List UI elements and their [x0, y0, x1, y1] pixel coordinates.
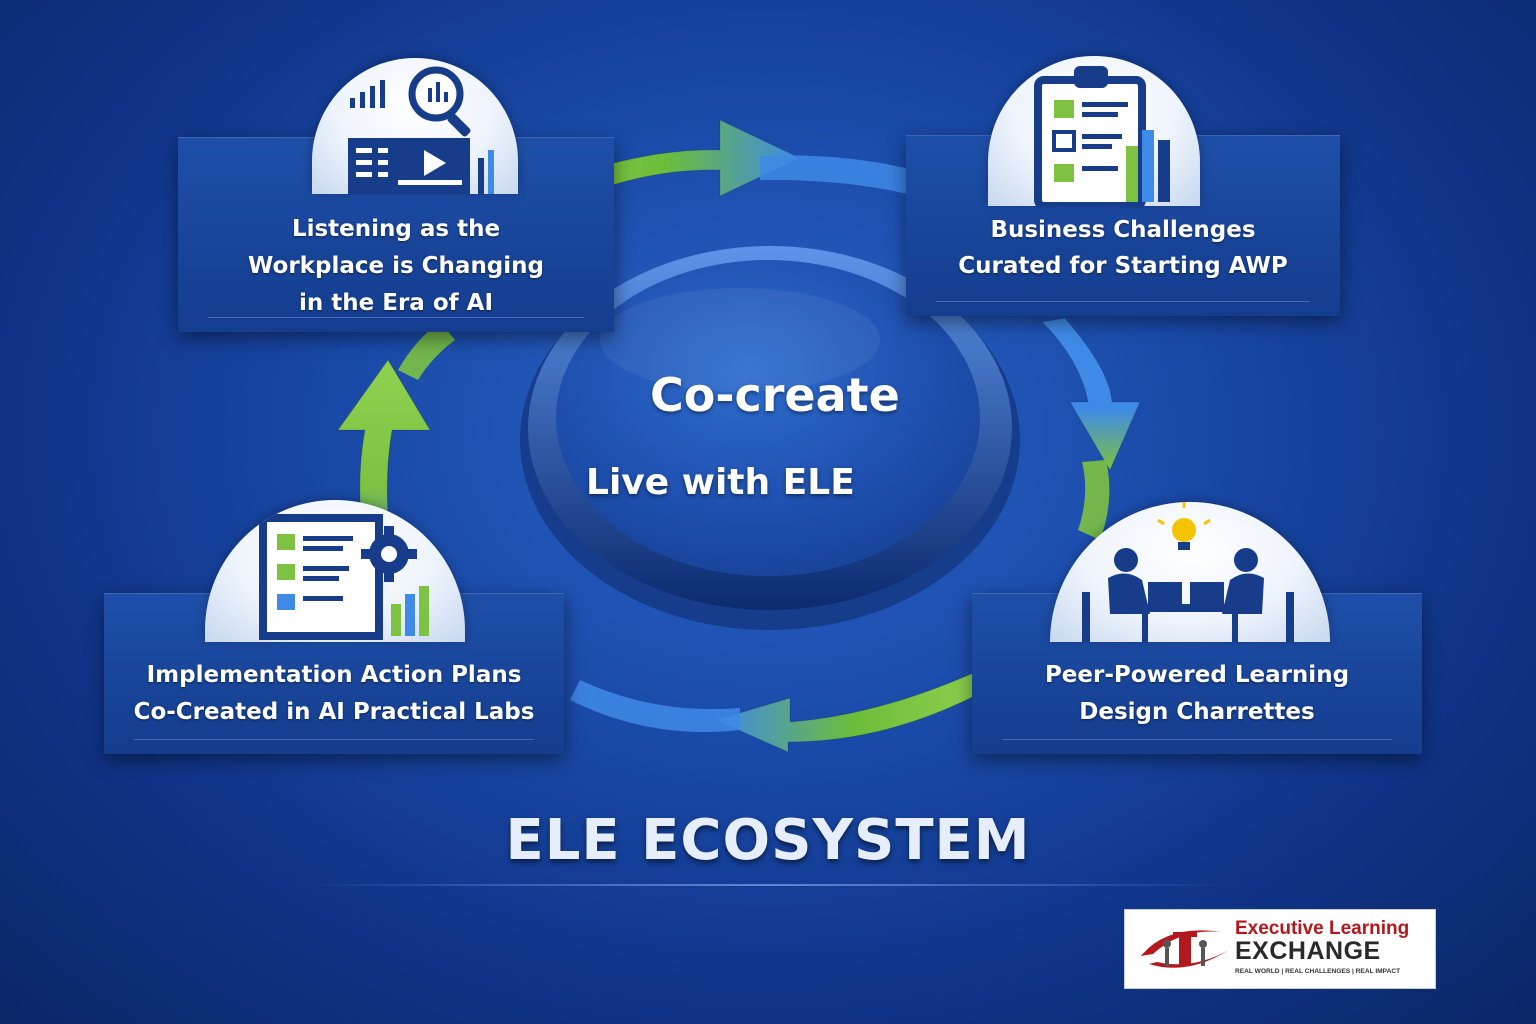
- logo-line-2: EXCHANGE: [1235, 937, 1381, 965]
- step-business-label: Business Challenges Curated for Starting…: [958, 217, 1288, 279]
- ele-logo: Executive Learning EXCHANGE REAL WORLD |…: [1124, 909, 1436, 989]
- diagram-title: ELE ECOSYSTEM: [505, 808, 1031, 873]
- title-underline: [300, 884, 1236, 886]
- step-peer-dome: [1050, 502, 1330, 642]
- step-peer-label: Peer-Powered Learning Design Charrettes: [1044, 662, 1350, 725]
- arrow-right: [1040, 317, 1141, 472]
- logo-line-1: Executive Learning: [1235, 918, 1410, 939]
- logo-tagline: REAL WORLD | REAL CHALLENGES | REAL IMPA…: [1235, 968, 1401, 975]
- step-business-dome: [988, 56, 1200, 206]
- meeting-lightbulb-icon: [1082, 502, 1294, 642]
- checklist-gear-icon: [259, 514, 429, 640]
- step-implementation-label: Implementation Action Plans Co-Created i…: [133, 662, 535, 725]
- step-implementation-dome: [205, 500, 465, 642]
- center-line-1: Co-create: [650, 368, 900, 422]
- ele-logo-mark-icon: [1141, 930, 1229, 968]
- center-line-2: Live with ELE: [586, 462, 855, 503]
- clipboard-checklist-icon: [1034, 66, 1170, 206]
- analytics-search-icon: [348, 66, 494, 194]
- center-disc: [520, 246, 1020, 630]
- step-listening-dome: [312, 58, 518, 194]
- step-listening-label: Listening as the Workplace is Changing i…: [247, 216, 544, 316]
- arrow-bottom: [714, 669, 991, 753]
